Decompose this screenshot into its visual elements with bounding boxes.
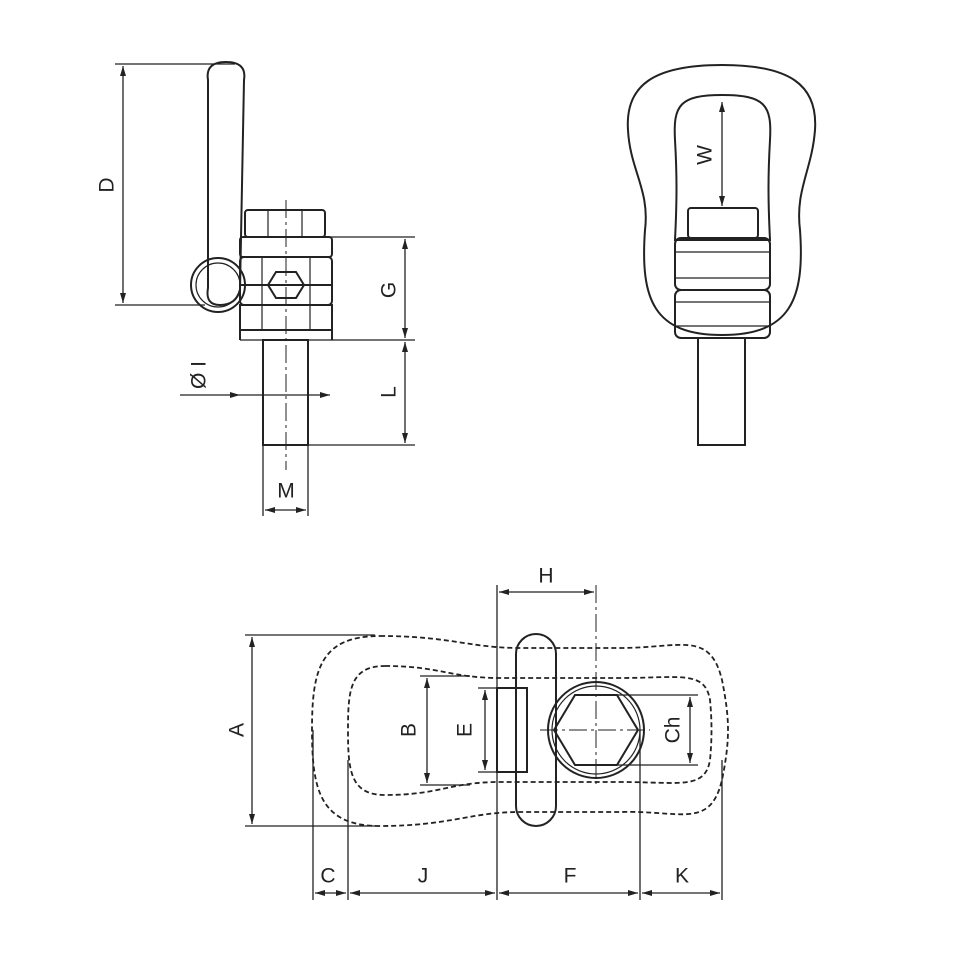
dim-label-l: L — [378, 386, 401, 398]
dim-label-b: B — [398, 723, 421, 737]
bolt-shank — [697, 337, 746, 446]
dim-label-j: J — [418, 865, 429, 888]
front-view: W — [626, 63, 817, 446]
dim-label-k: K — [675, 865, 689, 888]
eye-ring-inner — [673, 93, 772, 241]
ring-outline-outer — [311, 635, 729, 827]
hex-nut — [244, 209, 326, 238]
dim-label-c: C — [320, 865, 335, 888]
dim-label-a: A — [226, 723, 249, 737]
dim-label-h: H — [538, 565, 553, 588]
handle-ring — [190, 257, 246, 313]
eye-ring-outer — [626, 63, 817, 337]
top-view: H A B E Ch C J F K — [226, 565, 729, 900]
collar — [674, 237, 771, 291]
dim-label-w: W — [694, 145, 717, 165]
dim-label-ch: Ch — [662, 717, 685, 744]
side-view: D G L Ø I M — [96, 60, 415, 516]
side-plate — [496, 687, 528, 773]
dim-label-g: G — [378, 282, 401, 298]
dim-label-f: F — [564, 865, 577, 888]
dim-label-e: E — [454, 723, 477, 737]
dim-label-d: D — [96, 177, 119, 192]
dim-label-i: Ø I — [188, 361, 211, 389]
ring-outline-inner — [347, 665, 713, 796]
hex-socket — [266, 271, 306, 299]
hex-nut — [687, 207, 759, 239]
dim-label-m: M — [277, 480, 295, 503]
